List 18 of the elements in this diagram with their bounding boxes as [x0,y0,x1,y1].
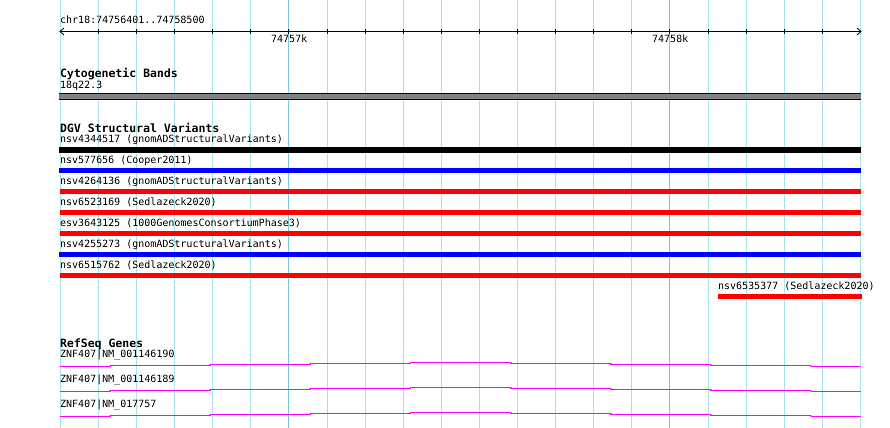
gene-label: ZNF407|NM_001146189 [60,374,174,386]
tick-label: 74757k [271,34,308,46]
track-title: DGV Structural Variants [60,121,220,135]
variant-label: nsv577656 (Cooper2011) [60,155,192,167]
coordinate-label: chr18:74756401..74758500 [60,15,204,27]
variant-label: nsv4255273 (gnomADStructuralVariants) [60,239,283,251]
variant-label: nsv6523169 (Sedlazeck2020) [60,197,217,209]
variant-label: esv3643125 (1000GenomesConsortiumPhase3) [60,218,301,230]
variant-label: nsv4344517 (gnomADStructuralVariants) [60,134,283,146]
track-title: Cytogenetic Bands [60,66,178,80]
tick-label: 74758k [652,34,688,46]
track-title: RefSeq Genes [60,336,144,350]
band-label: 18q22.3 [60,80,102,92]
variant-label: nsv4264136 (gnomADStructuralVariants) [60,176,283,188]
gene-label: ZNF407|NM_017757 [60,399,156,411]
variant-label: nsv6535377 (Sedlazeck2020) [718,281,875,293]
gene-label: ZNF407|NM_001146190 [60,349,174,361]
variant-label: nsv6515762 (Sedlazeck2020) [60,260,217,272]
